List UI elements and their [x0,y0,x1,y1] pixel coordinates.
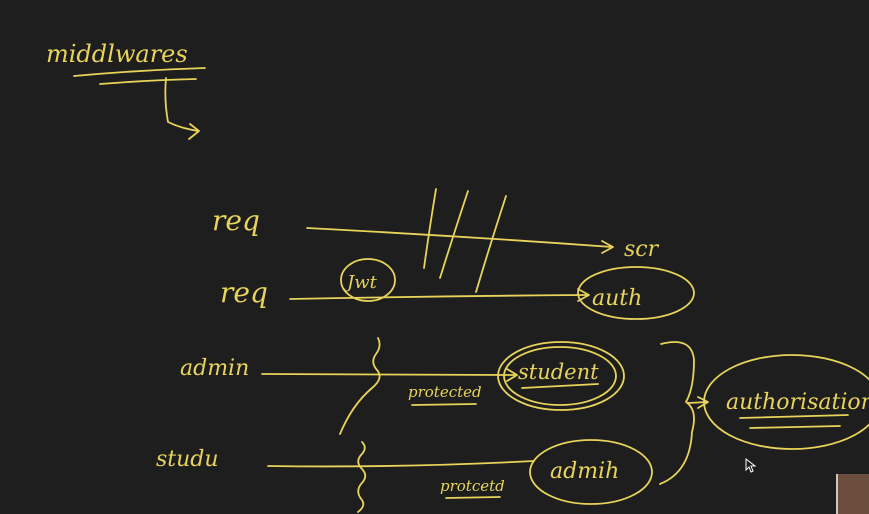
row3-left-label: admin [180,356,249,381]
authorisation-ellipse [703,354,869,450]
row1-arrow-head [601,240,614,254]
row1-line [306,227,613,248]
row3-line [261,373,517,376]
block-stroke-2 [439,190,469,279]
block-stroke-3 [475,195,507,293]
authorisation-underline-1 [739,414,849,419]
brace-arrow-head [697,396,709,409]
row2-arrow-head [577,288,590,302]
title-label: middlwares [46,40,188,68]
row1-right-label: scr [624,237,660,262]
row4-note-label: protcetd [440,477,505,495]
title-underline-2 [99,78,197,85]
authorisation-label: authorisation [726,390,869,415]
admin-label: admih [550,459,619,484]
row4-left-label: studu [156,447,219,472]
row4-note-underline [445,496,501,499]
student-label: student [518,360,599,384]
student-ellipse-inner [503,346,617,406]
admin-ellipse [529,439,653,505]
block-stroke-1 [423,188,437,269]
title-underline-1 [73,67,206,77]
row3-note-label: protected [408,383,482,401]
jwt-circle [340,258,396,302]
student-underline [521,383,599,389]
row2-left-label: req [220,276,268,309]
row3-wavy-divider [339,337,381,435]
row4-line [267,460,535,468]
mouse-pointer-icon [745,458,757,473]
title-arrow [164,77,199,132]
student-ellipse [497,341,625,411]
grouping-brace [659,341,695,485]
row3-arrow-head [506,368,518,382]
row4-wavy-divider [357,441,367,513]
jwt-label: Jwt [343,272,378,293]
row3-note-underline [411,403,477,406]
authorisation-underline-2 [749,425,841,429]
auth-ellipse [577,266,695,320]
row2-line [289,294,589,300]
title-arrow-head [188,123,200,140]
auth-label: auth [592,286,642,311]
webcam-thumbnail [836,474,869,514]
row1-left-label: req [212,204,260,237]
